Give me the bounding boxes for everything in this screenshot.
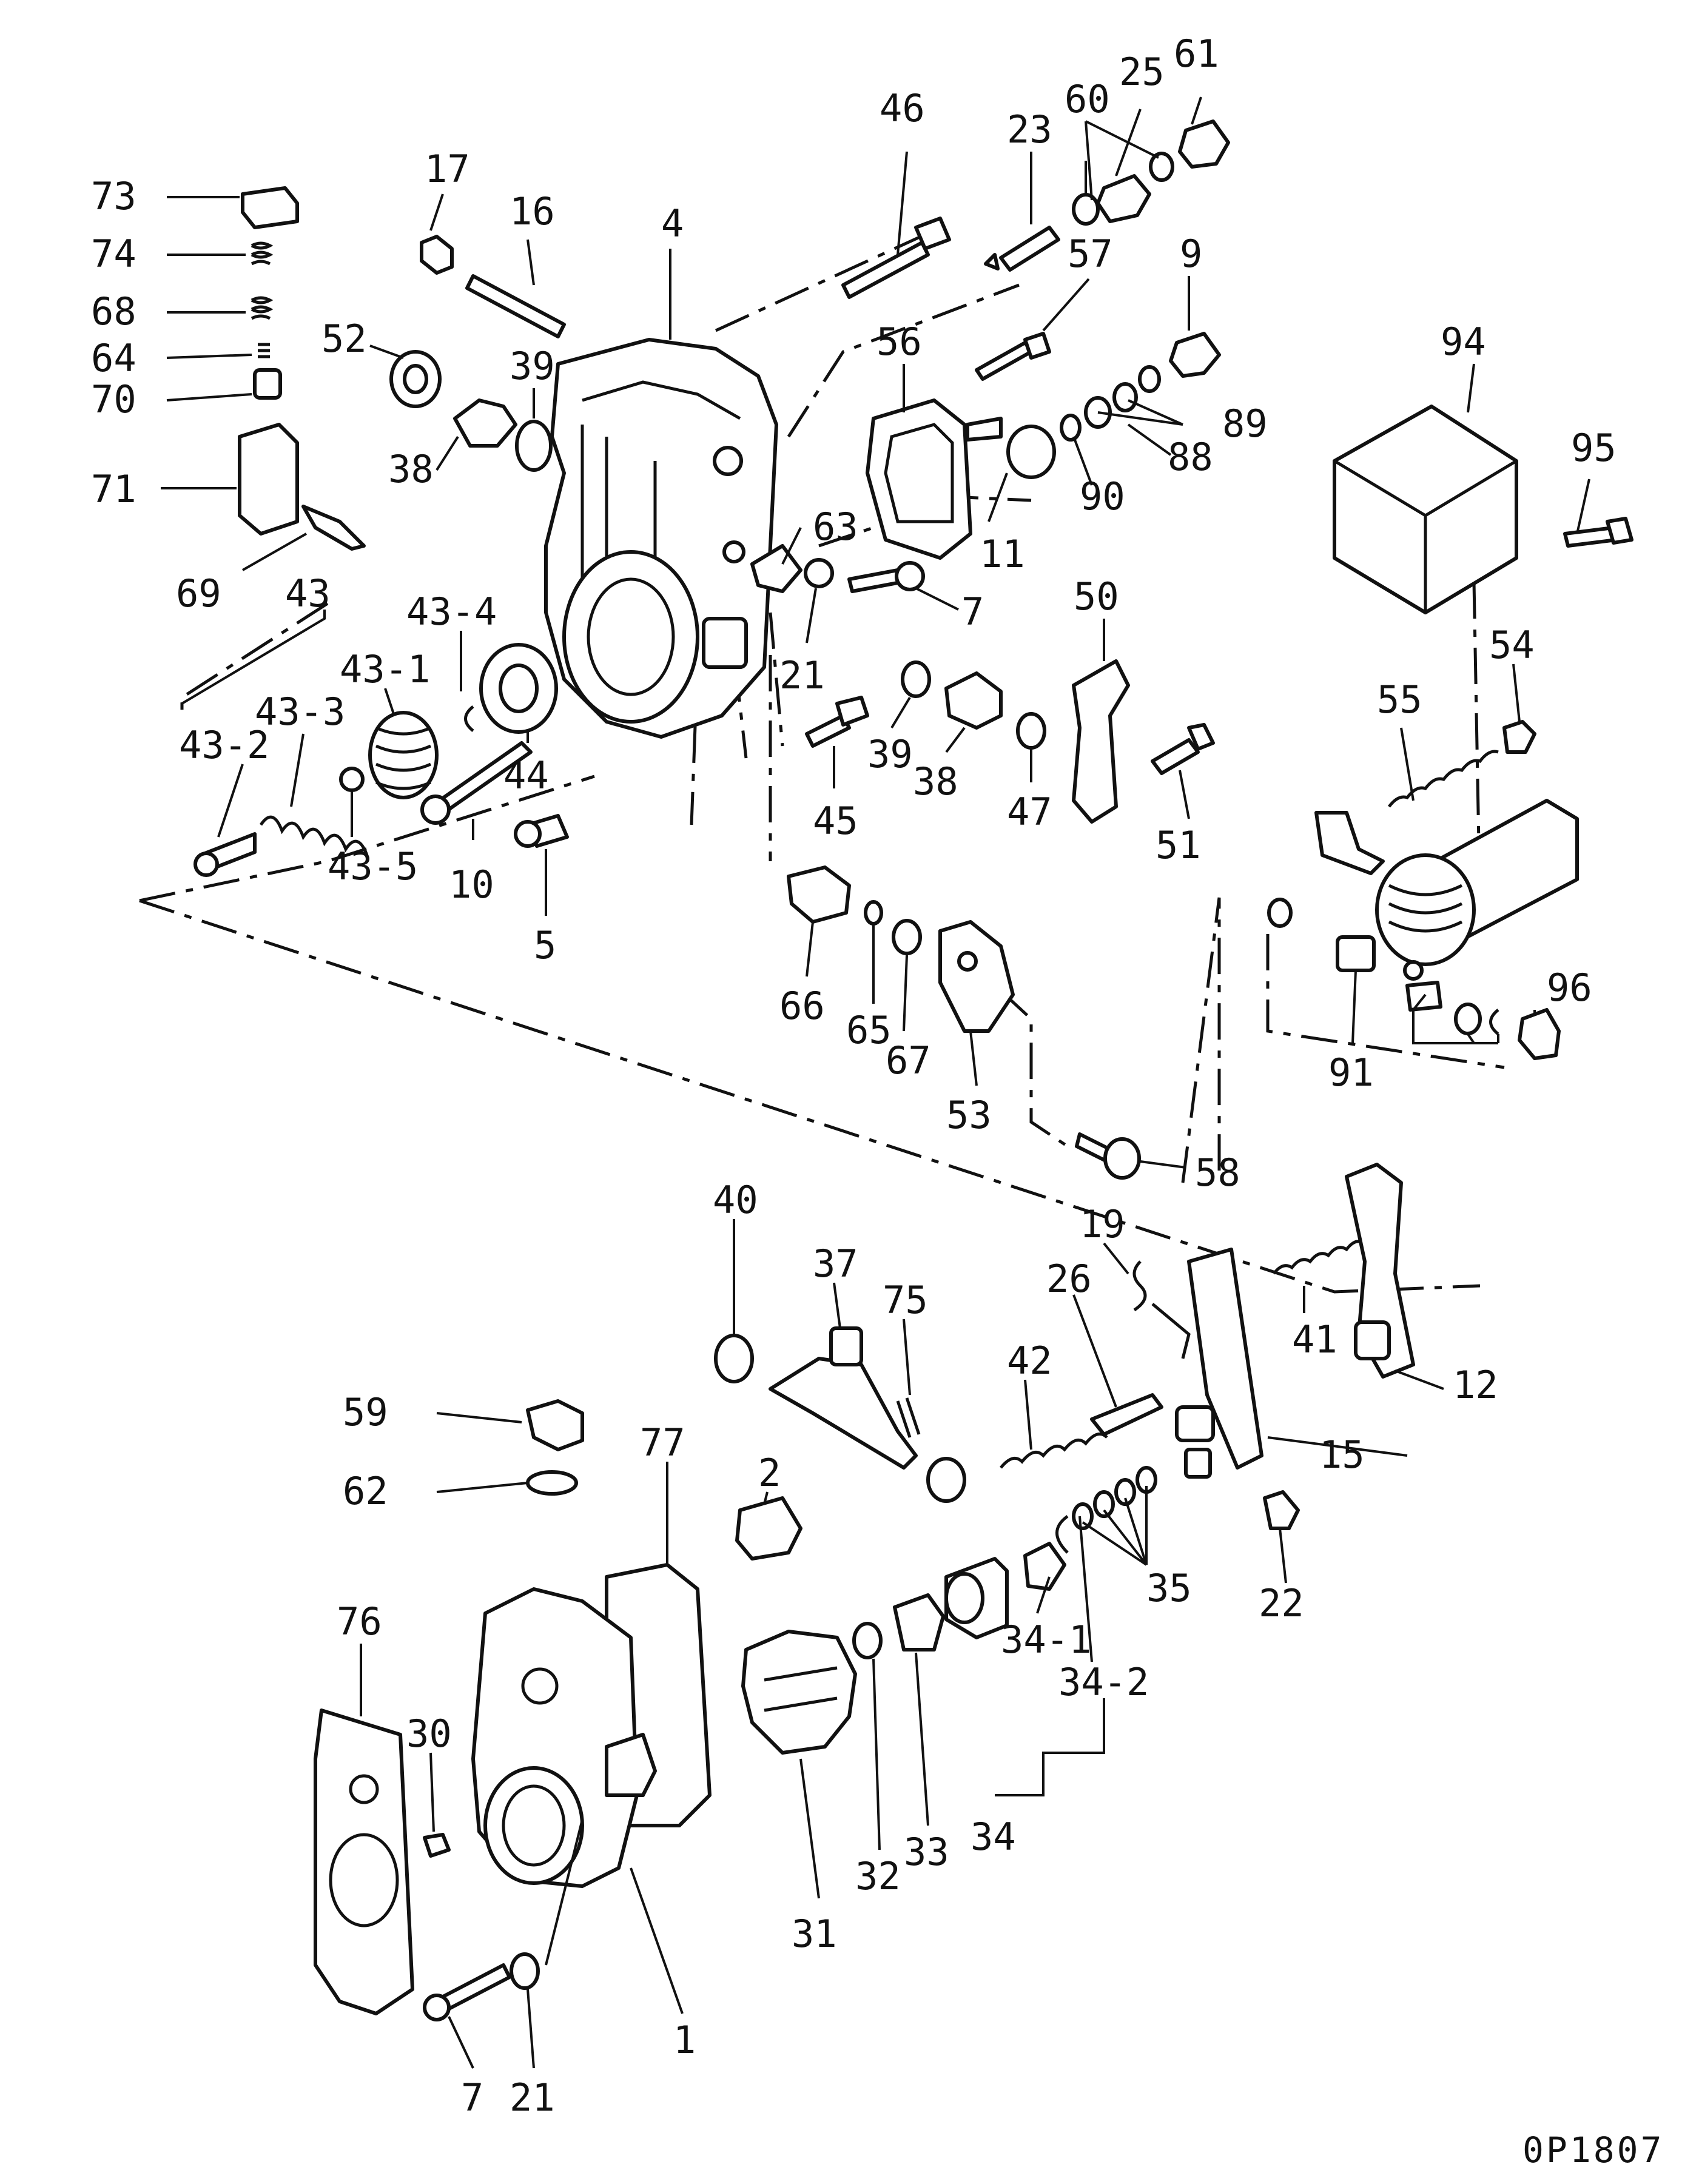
label-42: 42 bbox=[1007, 1339, 1052, 1383]
label-75: 75 bbox=[883, 1278, 928, 1322]
label-51: 51 bbox=[1156, 823, 1201, 867]
label-46: 46 bbox=[880, 86, 925, 130]
label-21-upper: 21 bbox=[779, 653, 825, 697]
label-43-2: 43-2 bbox=[179, 723, 269, 767]
label-4: 4 bbox=[661, 201, 684, 246]
label-77: 77 bbox=[640, 1420, 685, 1465]
label-63: 63 bbox=[813, 505, 858, 549]
label-11: 11 bbox=[980, 532, 1025, 576]
label-88: 88 bbox=[1168, 435, 1213, 479]
label-23: 23 bbox=[1007, 107, 1052, 152]
label-52: 52 bbox=[321, 317, 367, 361]
label-2: 2 bbox=[758, 1451, 781, 1495]
label-30: 30 bbox=[406, 1712, 452, 1756]
label-96: 96 bbox=[1547, 966, 1592, 1010]
label-71: 71 bbox=[91, 467, 136, 511]
label-70: 70 bbox=[91, 377, 136, 422]
label-37: 37 bbox=[813, 1242, 858, 1286]
label-25: 25 bbox=[1119, 50, 1165, 94]
part-shapes bbox=[193, 119, 1633, 2021]
label-43-1: 43-1 bbox=[340, 647, 430, 691]
label-64: 64 bbox=[91, 336, 136, 380]
label-41: 41 bbox=[1292, 1317, 1337, 1362]
label-59: 59 bbox=[343, 1390, 388, 1434]
label-21-lower: 21 bbox=[510, 2075, 555, 2120]
label-56: 56 bbox=[876, 320, 922, 364]
label-26: 26 bbox=[1046, 1257, 1092, 1301]
label-95: 95 bbox=[1571, 426, 1617, 470]
label-94: 94 bbox=[1441, 320, 1486, 364]
label-60: 60 bbox=[1065, 77, 1110, 121]
assembly-guide-lines bbox=[139, 229, 1505, 1294]
label-89: 89 bbox=[1222, 402, 1268, 446]
label-34-1: 34-1 bbox=[1001, 1618, 1091, 1662]
label-1: 1 bbox=[673, 2018, 696, 2062]
label-73: 73 bbox=[91, 174, 136, 218]
label-38-lower: 38 bbox=[913, 759, 958, 804]
label-33: 33 bbox=[904, 1830, 949, 1874]
label-7-lower: 7 bbox=[461, 2075, 483, 2120]
label-39-lower: 39 bbox=[867, 732, 913, 776]
label-43-5: 43-5 bbox=[328, 844, 418, 889]
label-45: 45 bbox=[813, 799, 858, 843]
label-53: 53 bbox=[946, 1093, 992, 1137]
label-61: 61 bbox=[1174, 32, 1219, 76]
label-5: 5 bbox=[534, 923, 556, 967]
callout-labels: 73 74 68 64 70 71 69 43 43-4 43-1 43-3 4… bbox=[91, 32, 1617, 2120]
label-39-upper: 39 bbox=[510, 344, 555, 388]
label-16: 16 bbox=[510, 189, 555, 234]
label-67: 67 bbox=[886, 1038, 931, 1083]
label-76: 76 bbox=[337, 1599, 382, 1644]
label-68: 68 bbox=[91, 289, 136, 334]
label-10: 10 bbox=[449, 862, 494, 907]
drawing-code: 0P1807 bbox=[1522, 2129, 1664, 2171]
label-91: 91 bbox=[1328, 1050, 1374, 1095]
label-55: 55 bbox=[1377, 677, 1422, 722]
label-43-4: 43-4 bbox=[406, 590, 497, 634]
label-7-upper: 7 bbox=[961, 590, 984, 634]
label-57: 57 bbox=[1068, 232, 1113, 276]
label-32: 32 bbox=[855, 1854, 901, 1898]
label-66: 66 bbox=[779, 984, 825, 1028]
label-58: 58 bbox=[1195, 1151, 1240, 1195]
label-54: 54 bbox=[1489, 623, 1535, 667]
label-50: 50 bbox=[1074, 574, 1119, 619]
label-69: 69 bbox=[176, 571, 221, 616]
label-31: 31 bbox=[792, 1912, 837, 1956]
label-43: 43 bbox=[285, 571, 331, 616]
label-34: 34 bbox=[971, 1815, 1016, 1859]
label-17: 17 bbox=[425, 147, 470, 191]
label-44: 44 bbox=[503, 753, 549, 798]
label-22: 22 bbox=[1259, 1581, 1304, 1625]
label-9: 9 bbox=[1180, 232, 1202, 276]
label-47: 47 bbox=[1007, 790, 1052, 834]
label-15: 15 bbox=[1319, 1433, 1365, 1477]
label-65: 65 bbox=[846, 1008, 892, 1052]
leader-lines bbox=[161, 96, 1590, 2069]
label-12: 12 bbox=[1453, 1363, 1498, 1407]
label-43-3: 43-3 bbox=[255, 690, 345, 734]
label-19: 19 bbox=[1080, 1202, 1125, 1246]
label-38-upper: 38 bbox=[388, 447, 434, 491]
label-34-2: 34-2 bbox=[1058, 1660, 1149, 1704]
label-40: 40 bbox=[713, 1178, 758, 1222]
label-62: 62 bbox=[343, 1469, 388, 1513]
label-74: 74 bbox=[91, 232, 136, 276]
label-90: 90 bbox=[1080, 474, 1125, 519]
label-35: 35 bbox=[1146, 1566, 1192, 1610]
